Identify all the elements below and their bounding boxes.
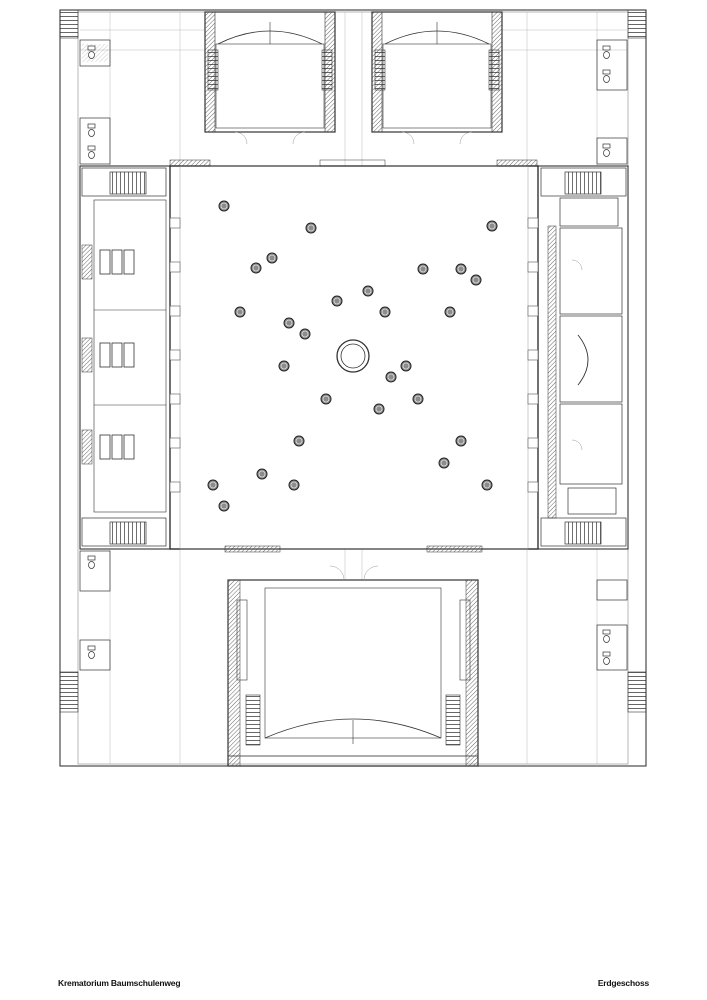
column-core	[322, 395, 330, 403]
furnace-units	[99, 249, 135, 460]
column	[320, 393, 332, 405]
east-wing	[540, 167, 627, 547]
column	[207, 479, 219, 491]
column	[305, 222, 317, 234]
west-wing	[81, 167, 167, 547]
column-core	[387, 373, 395, 381]
door-swings	[234, 131, 583, 581]
north-chapel-west	[204, 11, 336, 133]
column-core	[268, 254, 276, 262]
column	[234, 306, 246, 318]
column	[362, 285, 374, 297]
project-title: Krematorium Baumschulenweg	[58, 978, 181, 988]
column	[373, 403, 385, 415]
hall-columns	[207, 200, 498, 512]
column	[331, 295, 343, 307]
column-core	[381, 308, 389, 316]
column-core	[252, 264, 260, 272]
column	[218, 200, 230, 212]
column	[417, 263, 429, 275]
column-core	[402, 362, 410, 370]
column	[455, 263, 467, 275]
column	[438, 457, 450, 469]
column-core	[419, 265, 427, 273]
column	[470, 274, 482, 286]
column	[379, 306, 391, 318]
column-core	[488, 222, 496, 230]
wc-block-sw	[79, 550, 111, 671]
column-core	[301, 330, 309, 338]
column-core	[285, 319, 293, 327]
column	[412, 393, 424, 405]
floor-label: Erdgeschoss	[597, 978, 649, 988]
column	[400, 360, 412, 372]
column	[486, 220, 498, 232]
column-core	[446, 308, 454, 316]
outer-walls	[59, 9, 647, 767]
column-core	[220, 502, 228, 510]
column	[455, 435, 467, 447]
column	[256, 468, 268, 480]
north-chapel-east	[371, 11, 503, 133]
column-core	[290, 481, 298, 489]
column-core	[333, 297, 341, 305]
column-core	[258, 470, 266, 478]
hall-pilasters	[169, 217, 539, 493]
column	[299, 328, 311, 340]
column	[278, 360, 290, 372]
column-core	[307, 224, 315, 232]
column-core	[414, 395, 422, 403]
column	[481, 479, 493, 491]
column	[293, 435, 305, 447]
column-core	[483, 481, 491, 489]
column-core	[457, 265, 465, 273]
column-core	[280, 362, 288, 370]
south-chapel	[227, 579, 479, 767]
column	[283, 317, 295, 329]
column	[444, 306, 456, 318]
column	[385, 371, 397, 383]
column-core	[236, 308, 244, 316]
column	[250, 262, 262, 274]
central-pool	[336, 339, 370, 373]
wc-block-ne	[596, 39, 628, 165]
column-core	[440, 459, 448, 467]
column-core	[364, 287, 372, 295]
column-core	[457, 437, 465, 445]
column-core	[295, 437, 303, 445]
column-core	[472, 276, 480, 284]
column	[288, 479, 300, 491]
column-core	[375, 405, 383, 413]
wc-block-nw	[79, 39, 111, 165]
column	[266, 252, 278, 264]
column-core	[209, 481, 217, 489]
wc-block-se	[596, 579, 628, 671]
exterior-steps	[59, 9, 647, 713]
column-core	[220, 202, 228, 210]
column	[218, 500, 230, 512]
toilet-icon	[87, 45, 96, 159]
